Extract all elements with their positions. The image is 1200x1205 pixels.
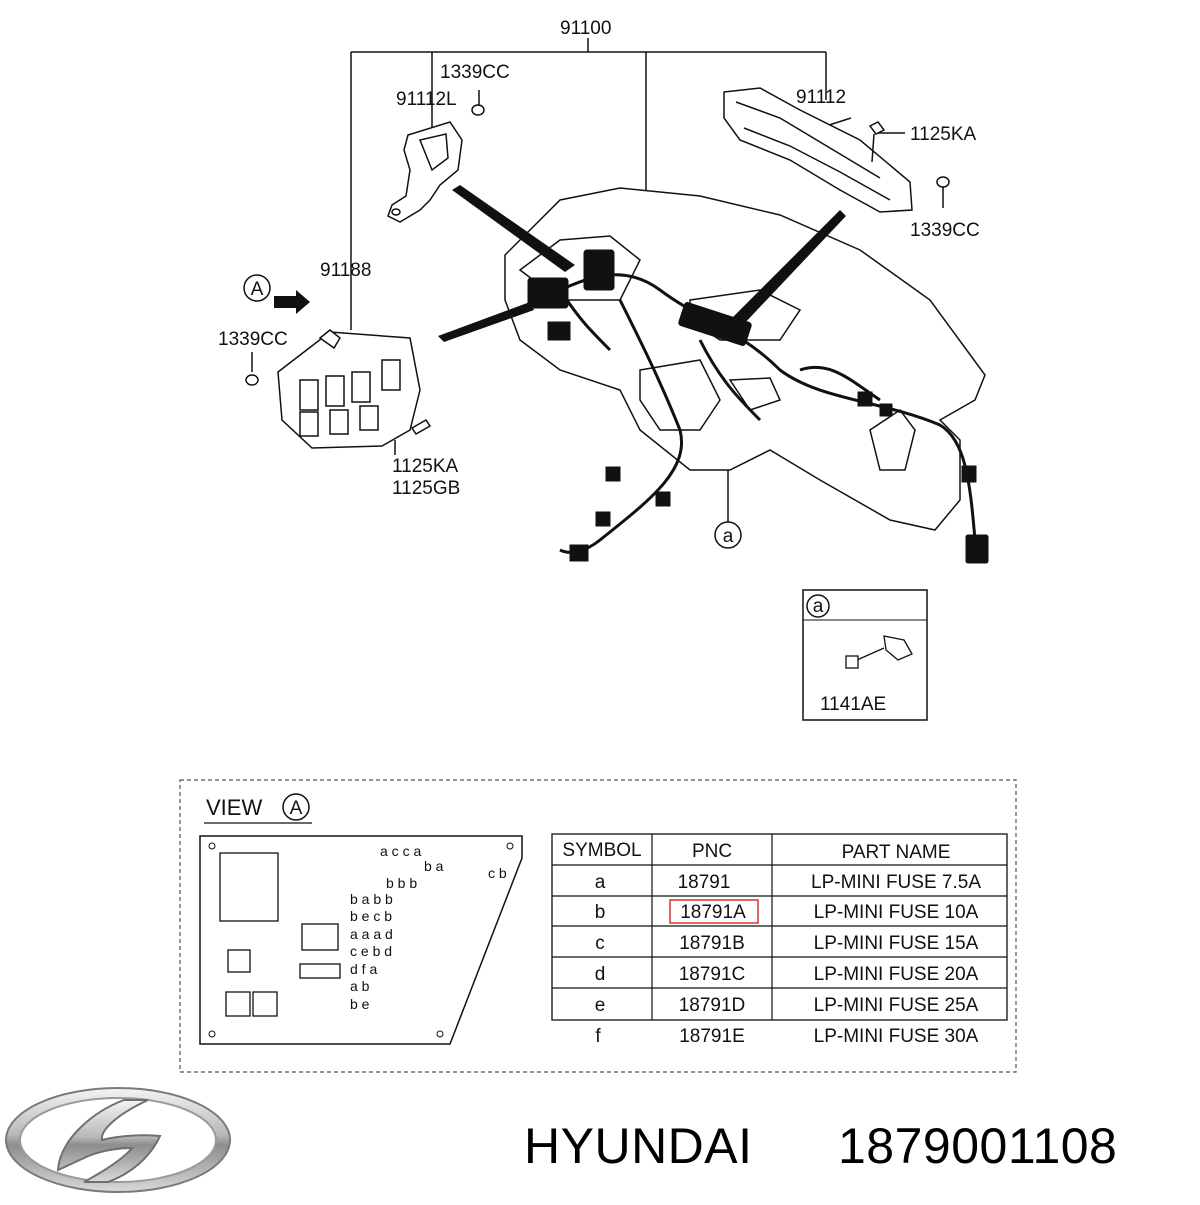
fuse-row-1: a c c a — [380, 843, 421, 859]
row-pnc: 18791A — [680, 902, 746, 923]
row-part-name: LP-MINI FUSE 10A — [814, 902, 979, 923]
table-row: e 18791D LP-MINI FUSE 25A — [595, 995, 979, 1016]
fuse-side-marks: c b — [488, 865, 507, 881]
callout-clip-right: 1339CC — [910, 220, 980, 241]
row-symbol: b — [595, 902, 606, 923]
fuse-row-9: a b — [350, 978, 370, 994]
detail-box: a 1141AE — [802, 589, 928, 721]
row-symbol: a — [595, 872, 606, 893]
fuse-row-4: b a b b — [350, 891, 393, 907]
row-pnc: 18791D — [679, 995, 746, 1016]
callout-bolt-box-2: 1125GB — [392, 478, 460, 499]
parts-table: SYMBOL PNC PART NAME a 18791 LP-MINI FUS… — [551, 833, 1008, 1047]
callout-bolt-box-1: 1125KA — [392, 456, 459, 477]
callout-junction-box: 91188 — [320, 260, 371, 281]
junction-box-drawing — [245, 329, 432, 449]
connectors — [527, 249, 989, 564]
callout-bracket-right: 91112 — [796, 87, 846, 108]
callout-bolt-right: 1125KA — [910, 124, 977, 145]
bracket-left-drawing — [387, 104, 485, 223]
row-pnc: 18791E — [679, 1026, 745, 1047]
view-title: VIEW — [206, 795, 262, 820]
detail-box-part: 1141AE — [820, 694, 886, 715]
row-part-name: LP-MINI FUSE 25A — [814, 995, 979, 1016]
hyundai-logo-icon — [5, 1087, 231, 1193]
detail-box-marker: a — [813, 596, 824, 617]
fuse-row-3: b b b — [386, 875, 417, 891]
svg-text:A: A — [251, 279, 264, 300]
table-row: c 18791B LP-MINI FUSE 15A — [595, 933, 978, 954]
row-pnc: 18791B — [679, 933, 745, 954]
row-pnc: 18791 — [678, 872, 731, 893]
row-symbol: f — [595, 1026, 601, 1047]
callout-clip-box: 1339CC — [218, 329, 288, 350]
fuse-row-5: b e c b — [350, 908, 392, 924]
fuse-row-2: b a — [424, 858, 444, 874]
callout-harness: 91100 — [560, 18, 611, 39]
part-number: 1879001108 — [838, 1118, 1117, 1174]
svg-text:a: a — [723, 526, 734, 547]
highlight-box — [669, 899, 759, 924]
straps — [438, 185, 846, 342]
row-part-name: LP-MINI FUSE 7.5A — [811, 872, 981, 893]
table-row: f 18791E LP-MINI FUSE 30A — [595, 1026, 978, 1047]
fuse-row-6: a a a d — [350, 926, 393, 942]
bracket-right-drawing — [723, 87, 950, 213]
row-pnc: 18791C — [679, 964, 746, 985]
view-a-marker: A — [243, 274, 310, 314]
row-part-name: LP-MINI FUSE 15A — [814, 933, 979, 954]
row-symbol: d — [595, 964, 606, 985]
row-symbol: e — [595, 995, 606, 1016]
brand-name: HYUNDAI — [524, 1118, 753, 1174]
row-symbol: c — [595, 933, 605, 954]
leader-lines — [251, 38, 944, 522]
callout-clip-top-left: 1339CC — [440, 62, 510, 83]
row-part-name: LP-MINI FUSE 20A — [814, 964, 979, 985]
table-row: a 18791 LP-MINI FUSE 7.5A — [595, 872, 982, 893]
view-panel: VIEW A a c c a b a b b b b a b b b e c b… — [179, 779, 1017, 1073]
table-header-symbol: SYMBOL — [562, 840, 641, 861]
table-row: b 18791A LP-MINI FUSE 10A — [595, 899, 979, 924]
callout-bracket-left: 91112L — [396, 89, 457, 110]
row-part-name: LP-MINI FUSE 30A — [814, 1026, 979, 1047]
fuse-row-7: c e b d — [350, 943, 392, 959]
table-row: d 18791C LP-MINI FUSE 20A — [595, 964, 979, 985]
fuse-row-8: d f a — [350, 961, 377, 977]
fuse-row-10: b e — [350, 996, 370, 1012]
table-header-pnc: PNC — [692, 841, 732, 862]
table-header-part-name: PART NAME — [842, 842, 951, 863]
detail-a-marker: a — [714, 521, 742, 549]
view-marker: A — [290, 798, 303, 819]
